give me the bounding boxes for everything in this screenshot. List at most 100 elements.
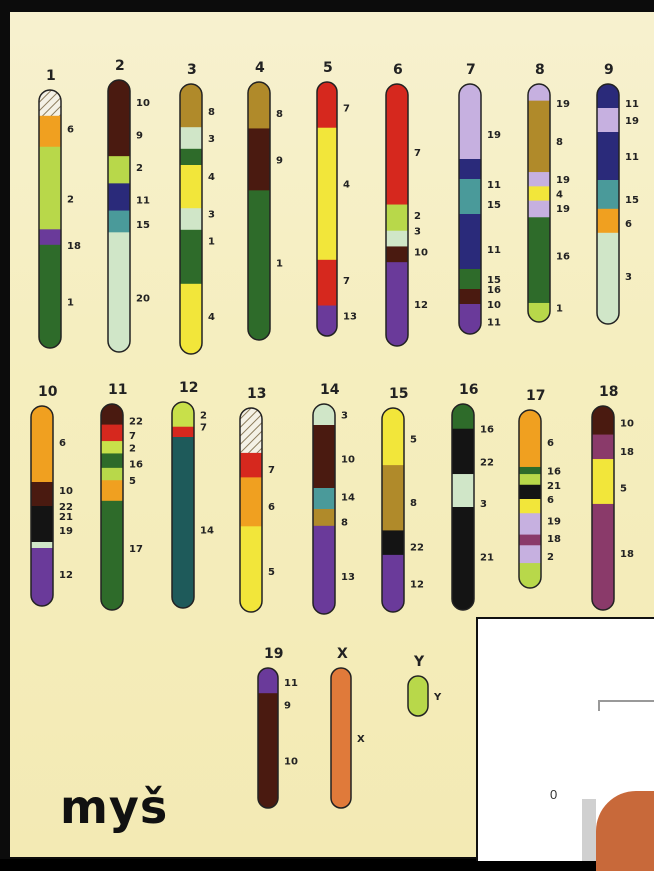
homology-label: 13 (343, 312, 357, 323)
homology-label: 1 (67, 298, 74, 309)
band (313, 425, 335, 489)
homology-label: 11 (625, 152, 639, 163)
band (597, 180, 619, 209)
band (386, 262, 408, 346)
chromosome-number: 1 (46, 68, 56, 84)
band (331, 668, 351, 809)
chromosome-number: 14 (320, 382, 340, 398)
chromosome-number: 8 (535, 62, 545, 78)
homology-label: 16 (487, 285, 501, 296)
homology-label: 7 (129, 431, 136, 442)
band (519, 467, 541, 475)
homology-label: 15 (136, 220, 150, 231)
homology-label: 19 (556, 175, 570, 186)
band (519, 535, 541, 546)
homology-label: 3 (480, 499, 487, 510)
band (386, 84, 408, 205)
homology-label: 13 (341, 572, 355, 583)
homology-label: 19 (625, 116, 639, 127)
homology-label: 9 (276, 155, 283, 166)
band (519, 513, 541, 535)
homology-label: 16 (129, 460, 143, 471)
homology-label: 4 (556, 189, 563, 200)
band (459, 179, 481, 215)
band (248, 128, 270, 190)
homology-label: 7 (343, 276, 350, 287)
homology-label: 9 (284, 700, 291, 711)
chromosome-12: 122714 (172, 380, 214, 609)
homology-label: 1 (556, 304, 563, 315)
homology-label: 10 (284, 756, 298, 767)
homology-label: 10 (136, 98, 150, 109)
chromosome-16: 161622321 (452, 382, 494, 611)
band (597, 132, 619, 181)
inset-grey-area (582, 799, 596, 861)
chromosome-number: 7 (466, 62, 476, 78)
band (313, 488, 335, 510)
homology-label: 17 (129, 544, 143, 555)
band (597, 108, 619, 133)
homology-label: 10 (414, 248, 428, 259)
homology-label: 3 (341, 411, 348, 422)
homology-label: 21 (59, 512, 73, 523)
chromosome-number: 6 (393, 62, 403, 78)
homology-label: 11 (284, 678, 298, 689)
chromosome-number: 11 (108, 382, 127, 398)
band (108, 232, 130, 352)
homology-label: 18 (67, 241, 81, 252)
band (180, 127, 202, 149)
homology-label: 11 (487, 245, 501, 256)
chromosome-number: 19 (264, 646, 283, 662)
homology-label: 19 (547, 516, 561, 527)
band (592, 406, 614, 435)
band (317, 128, 337, 261)
band (519, 545, 541, 563)
homology-label: 12 (59, 570, 73, 581)
band (519, 410, 541, 467)
band (313, 509, 335, 526)
band (597, 233, 619, 325)
band (108, 156, 130, 184)
band (452, 474, 474, 507)
homology-label: 3 (414, 227, 421, 238)
homology-label: 19 (556, 204, 570, 215)
band (240, 477, 262, 526)
homology-label: 2 (414, 211, 421, 222)
band (240, 408, 262, 453)
homology-label: 18 (547, 534, 561, 545)
band (39, 147, 61, 230)
homology-label: 19 (556, 99, 570, 110)
band (519, 499, 541, 514)
homology-label: X (357, 734, 365, 745)
homology-label: 3 (625, 272, 632, 283)
band (108, 211, 130, 233)
homology-label: 14 (200, 526, 214, 537)
chromosome-number: 17 (526, 388, 545, 404)
chromosome-number: 2 (115, 58, 125, 74)
homology-label: 11 (625, 99, 639, 110)
band (459, 159, 481, 180)
band (39, 245, 61, 349)
homology-label: 6 (268, 502, 275, 513)
homology-label: 16 (480, 425, 494, 436)
homology-label: 15 (487, 200, 501, 211)
band (172, 427, 194, 438)
band (31, 406, 53, 483)
band (240, 453, 262, 478)
homology-label: 2 (129, 443, 136, 454)
band (180, 208, 202, 230)
homology-label: 2 (136, 163, 143, 174)
homology-label: 5 (129, 476, 136, 487)
band (459, 269, 481, 290)
homology-label: 6 (547, 495, 554, 506)
band (459, 84, 481, 160)
homology-label: 18 (620, 549, 634, 560)
band (101, 425, 123, 442)
band (180, 84, 202, 128)
chromosome-x: XX (331, 646, 365, 809)
chromosome-number: 3 (187, 62, 197, 78)
homology-label: 8 (276, 109, 283, 120)
